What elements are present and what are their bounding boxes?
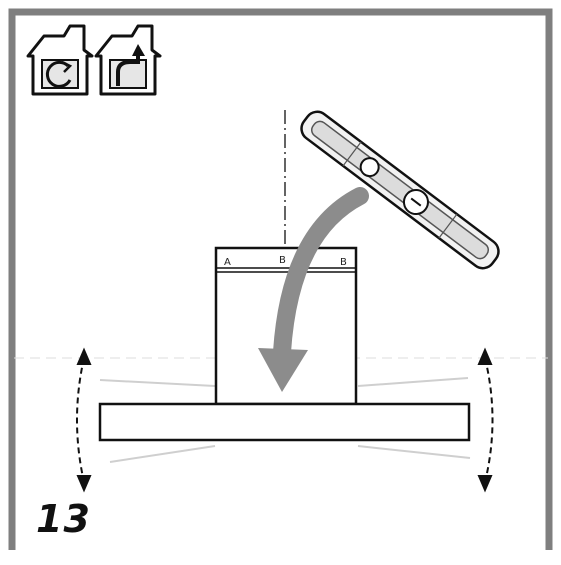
canopy-tilt-ghost xyxy=(99,377,471,463)
mark-a: A xyxy=(224,257,231,268)
house-duct-icon xyxy=(94,24,162,96)
left-tilt-arrow xyxy=(76,347,92,493)
placement-arrow xyxy=(258,187,369,392)
hood-canopy xyxy=(98,402,471,442)
spirit-level-tool xyxy=(300,110,500,270)
mark-b-middle: B xyxy=(279,255,286,266)
step-number: 13 xyxy=(36,497,91,541)
house-rotate-icon xyxy=(26,24,94,96)
mark-b-right: B xyxy=(340,257,347,268)
panel-frame xyxy=(8,8,553,550)
right-tilt-arrow xyxy=(477,347,494,493)
